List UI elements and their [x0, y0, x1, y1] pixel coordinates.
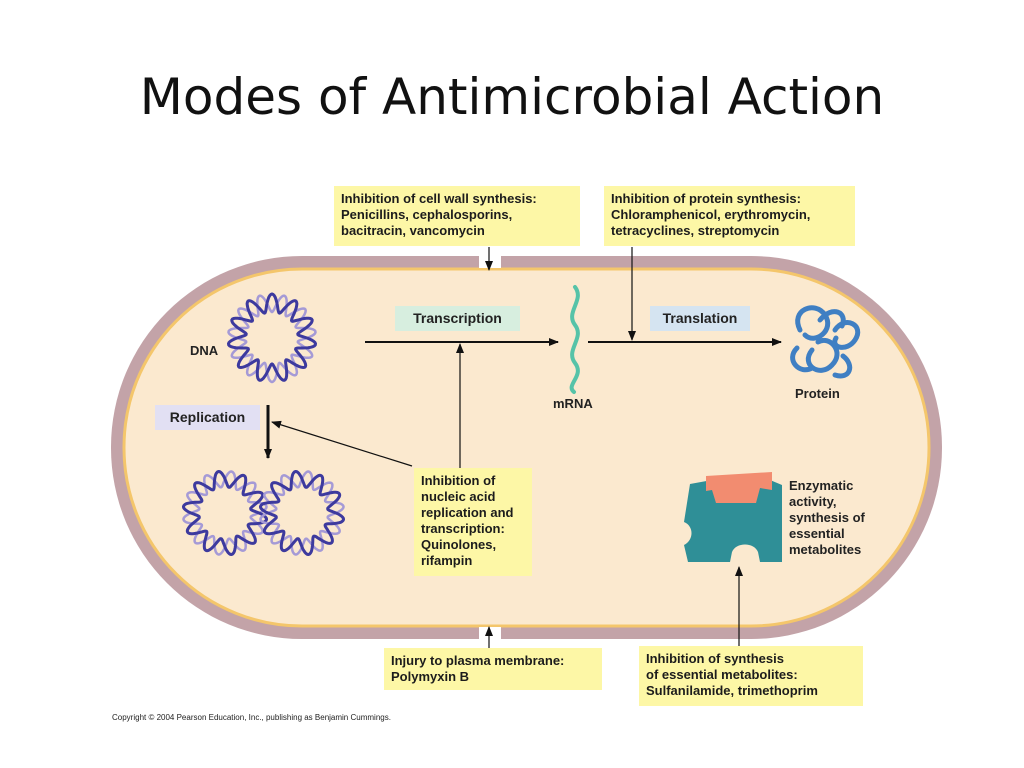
mrna-label: mRNA: [553, 396, 593, 411]
replicated-dna-icon: [181, 469, 269, 557]
protein-label: Protein: [795, 386, 840, 401]
plasma-membrane-injury-box: Injury to plasma membrane: Polymyxin B: [384, 648, 602, 690]
cell-wall-inhibition-box: Inhibition of cell wall synthesis: Penic…: [334, 186, 580, 246]
protein-synthesis-inhibition-box: Inhibition of protein synthesis: Chloram…: [604, 186, 855, 246]
dna-strand: [181, 469, 269, 557]
enzyme-icon: [684, 480, 782, 562]
transcription-tag: Transcription: [395, 306, 520, 331]
dna-icon: [226, 292, 318, 384]
dna-label: DNA: [190, 343, 219, 358]
protein-icon: [790, 305, 860, 379]
dna-strand: [226, 292, 318, 382]
mrna-icon: [569, 285, 580, 394]
translation-tag: Translation: [650, 306, 750, 331]
nucleic-acid-inhibition-box: Inhibition of nucleic acid replication a…: [414, 468, 532, 576]
substrate-icon: [706, 472, 772, 503]
dna-strand: [258, 469, 346, 557]
copyright-text: Copyright © 2004 Pearson Education, Inc.…: [112, 713, 391, 722]
wall-gap-top: [479, 254, 501, 268]
arrow-nucleic-to-replication: [271, 420, 413, 467]
slide-title: Modes of Antimicrobial Action: [139, 68, 885, 126]
metabolite-synthesis-inhibition-box: Inhibition of synthesis of essential met…: [639, 646, 863, 706]
wall-gap-bottom: [479, 627, 501, 641]
replication-tag: Replication: [155, 405, 260, 430]
replicated-dna-icon: [258, 469, 346, 557]
enzymatic-activity-label: Enzymatic activity, synthesis of essenti…: [789, 478, 865, 557]
